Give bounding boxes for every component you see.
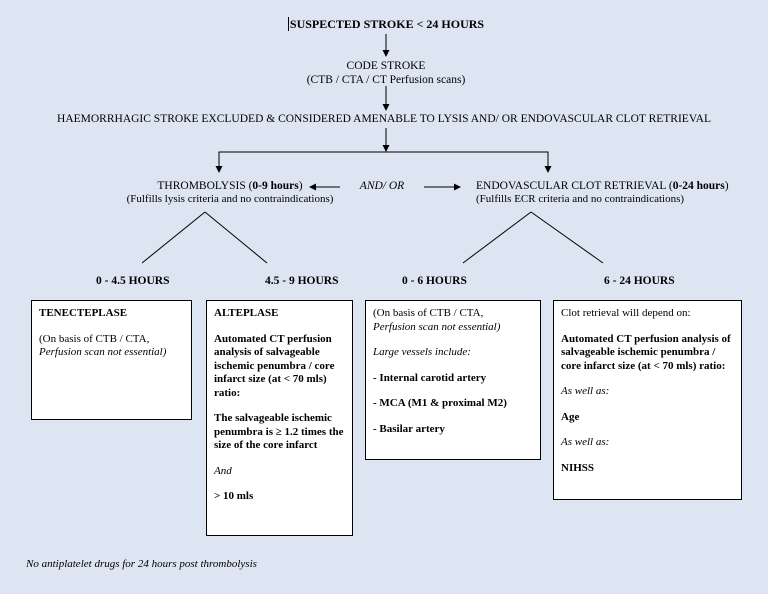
andor-label: AND/ OR (359, 180, 405, 192)
box4-aswell2: As well as: (561, 436, 610, 448)
ecr-early-box: (On basis of CTB / CTA, Perfusion scan n… (365, 300, 541, 460)
ecr-close: ) (724, 180, 729, 192)
box2-p1: Automated CT perfusion analysis of salva… (214, 332, 335, 399)
box1-title: TENECTEPLASE (39, 307, 128, 319)
code-stroke-node: CODE STROKE (CTB / CTA / CT Perfusion sc… (236, 59, 536, 87)
thrombolysis-close: ) (298, 180, 303, 192)
ecr-hours: 0-24 hours (672, 180, 725, 192)
box2-p2: The salvageable ischemic penumbra is ≥ 1… (214, 412, 344, 451)
branch-line (218, 151, 549, 172)
box4-nihss: NIHSS (561, 461, 595, 474)
exclusion-node: HAEMORRHAGIC STROKE EXCLUDED & CONSIDERE… (57, 113, 711, 125)
thrombolysis-sub: (Fulfills lysis criteria and no contrain… (126, 193, 334, 205)
box2-p3: > 10 mls (214, 490, 254, 502)
flow-title: SUSPECTED STROKE < 24 HOURS (236, 17, 536, 32)
box4-p1: Automated CT perfusion analysis of salva… (561, 332, 731, 372)
box3-v2: - MCA (M1 & proximal M2) (373, 397, 507, 409)
alteplase-box: ALTEPLASE Automated CT perfusion analysi… (206, 300, 353, 536)
box4-age: Age (561, 410, 580, 423)
box4-intro: Clot retrieval will depend on: (561, 307, 691, 319)
box3-line1: (On basis of CTB / CTA, (373, 307, 484, 319)
box2-title: ALTEPLASE (214, 307, 279, 319)
diag-ecr-left (462, 211, 532, 264)
ecr-node: ENDOVASCULAR CLOT RETRIEVAL (0-24 hours)… (476, 180, 766, 206)
box1-line1: (On basis of CTB / CTA, (39, 332, 150, 345)
window-0-4-5: 0 - 4.5 HOURS (96, 275, 170, 287)
thrombolysis-node: THROMBOLYSIS (0-9 hours) (Fulfills lysis… (80, 180, 380, 206)
thrombolysis-hours: 0-9 hours (252, 180, 299, 192)
title-text: SUSPECTED STROKE < 24 HOURS (289, 17, 485, 31)
box4-aswell1: As well as: (561, 385, 610, 397)
footnote: No antiplatelet drugs for 24 hours post … (26, 558, 257, 570)
box3-large: Large vessels include: (373, 346, 471, 358)
box3-line2: Perfusion scan not essential) (373, 320, 501, 333)
ecr-late-box: Clot retrieval will depend on: Automated… (553, 300, 742, 500)
box2-and: And (214, 464, 232, 477)
box3-v1: - Internal carotid artery (373, 371, 487, 384)
ecr-heading: ENDOVASCULAR CLOT RETRIEVAL (0-24 hours) (476, 180, 766, 193)
thrombolysis-heading: THROMBOLYSIS (0-9 hours) (80, 180, 380, 193)
box1-line2: Perfusion scan not essential) (39, 346, 167, 358)
code-stroke-title: CODE STROKE (346, 60, 426, 72)
window-6-24: 6 - 24 HOURS (604, 275, 675, 287)
diag-thrombo-left (141, 211, 206, 264)
window-0-6: 0 - 6 HOURS (402, 275, 467, 287)
ecr-sub: (Fulfills ECR criteria and no contraindi… (476, 193, 685, 205)
diag-ecr-right (530, 211, 604, 264)
text-cursor (287, 17, 289, 31)
window-4-5-9: 4.5 - 9 HOURS (265, 275, 339, 287)
ecr-label: ENDOVASCULAR CLOT RETRIEVAL ( (476, 180, 673, 192)
box3-v3: - Basilar artery (373, 422, 445, 435)
thrombolysis-label: THROMBOLYSIS ( (157, 180, 253, 192)
tenecteplase-box: TENECTEPLASE (On basis of CTB / CTA, Per… (31, 300, 192, 420)
diag-thrombo-right (204, 211, 268, 264)
code-stroke-sub: (CTB / CTA / CT Perfusion scans) (306, 74, 466, 86)
